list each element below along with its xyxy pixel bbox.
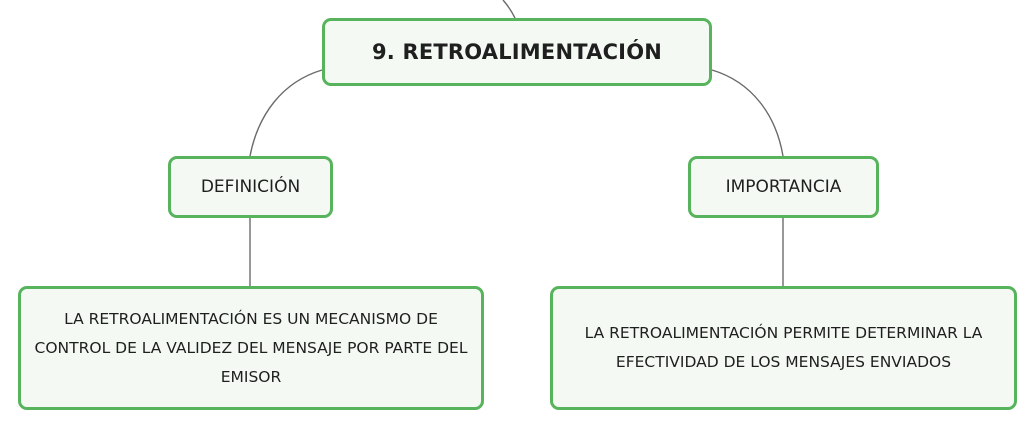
connector-incoming: [502, 0, 516, 19]
branch-node-definicion[interactable]: DEFINICIÓN: [168, 156, 333, 218]
detail-node-text: LA RETROALIMENTACIÓN PERMITE DETERMINAR …: [584, 324, 983, 371]
detail-node-importancia[interactable]: LA RETROALIMENTACIÓN PERMITE DETERMINAR …: [550, 286, 1017, 410]
branch-node-label: DEFINICIÓN: [200, 177, 301, 197]
connector-root-to-importancia: [711, 69, 784, 157]
branch-node-importancia[interactable]: IMPORTANCIA: [688, 156, 879, 218]
branch-node-label: IMPORTANCIA: [725, 177, 842, 197]
root-node[interactable]: 9. RETROALIMENTACIÓN: [322, 18, 712, 86]
detail-node-definicion[interactable]: LA RETROALIMENTACIÓN ES UN MECANISMO DE …: [18, 286, 484, 410]
root-node-label: 9. RETROALIMENTACIÓN: [371, 40, 663, 64]
detail-node-text: LA RETROALIMENTACIÓN ES UN MECANISMO DE …: [34, 309, 468, 386]
connector-root-to-definicion: [249, 69, 323, 157]
